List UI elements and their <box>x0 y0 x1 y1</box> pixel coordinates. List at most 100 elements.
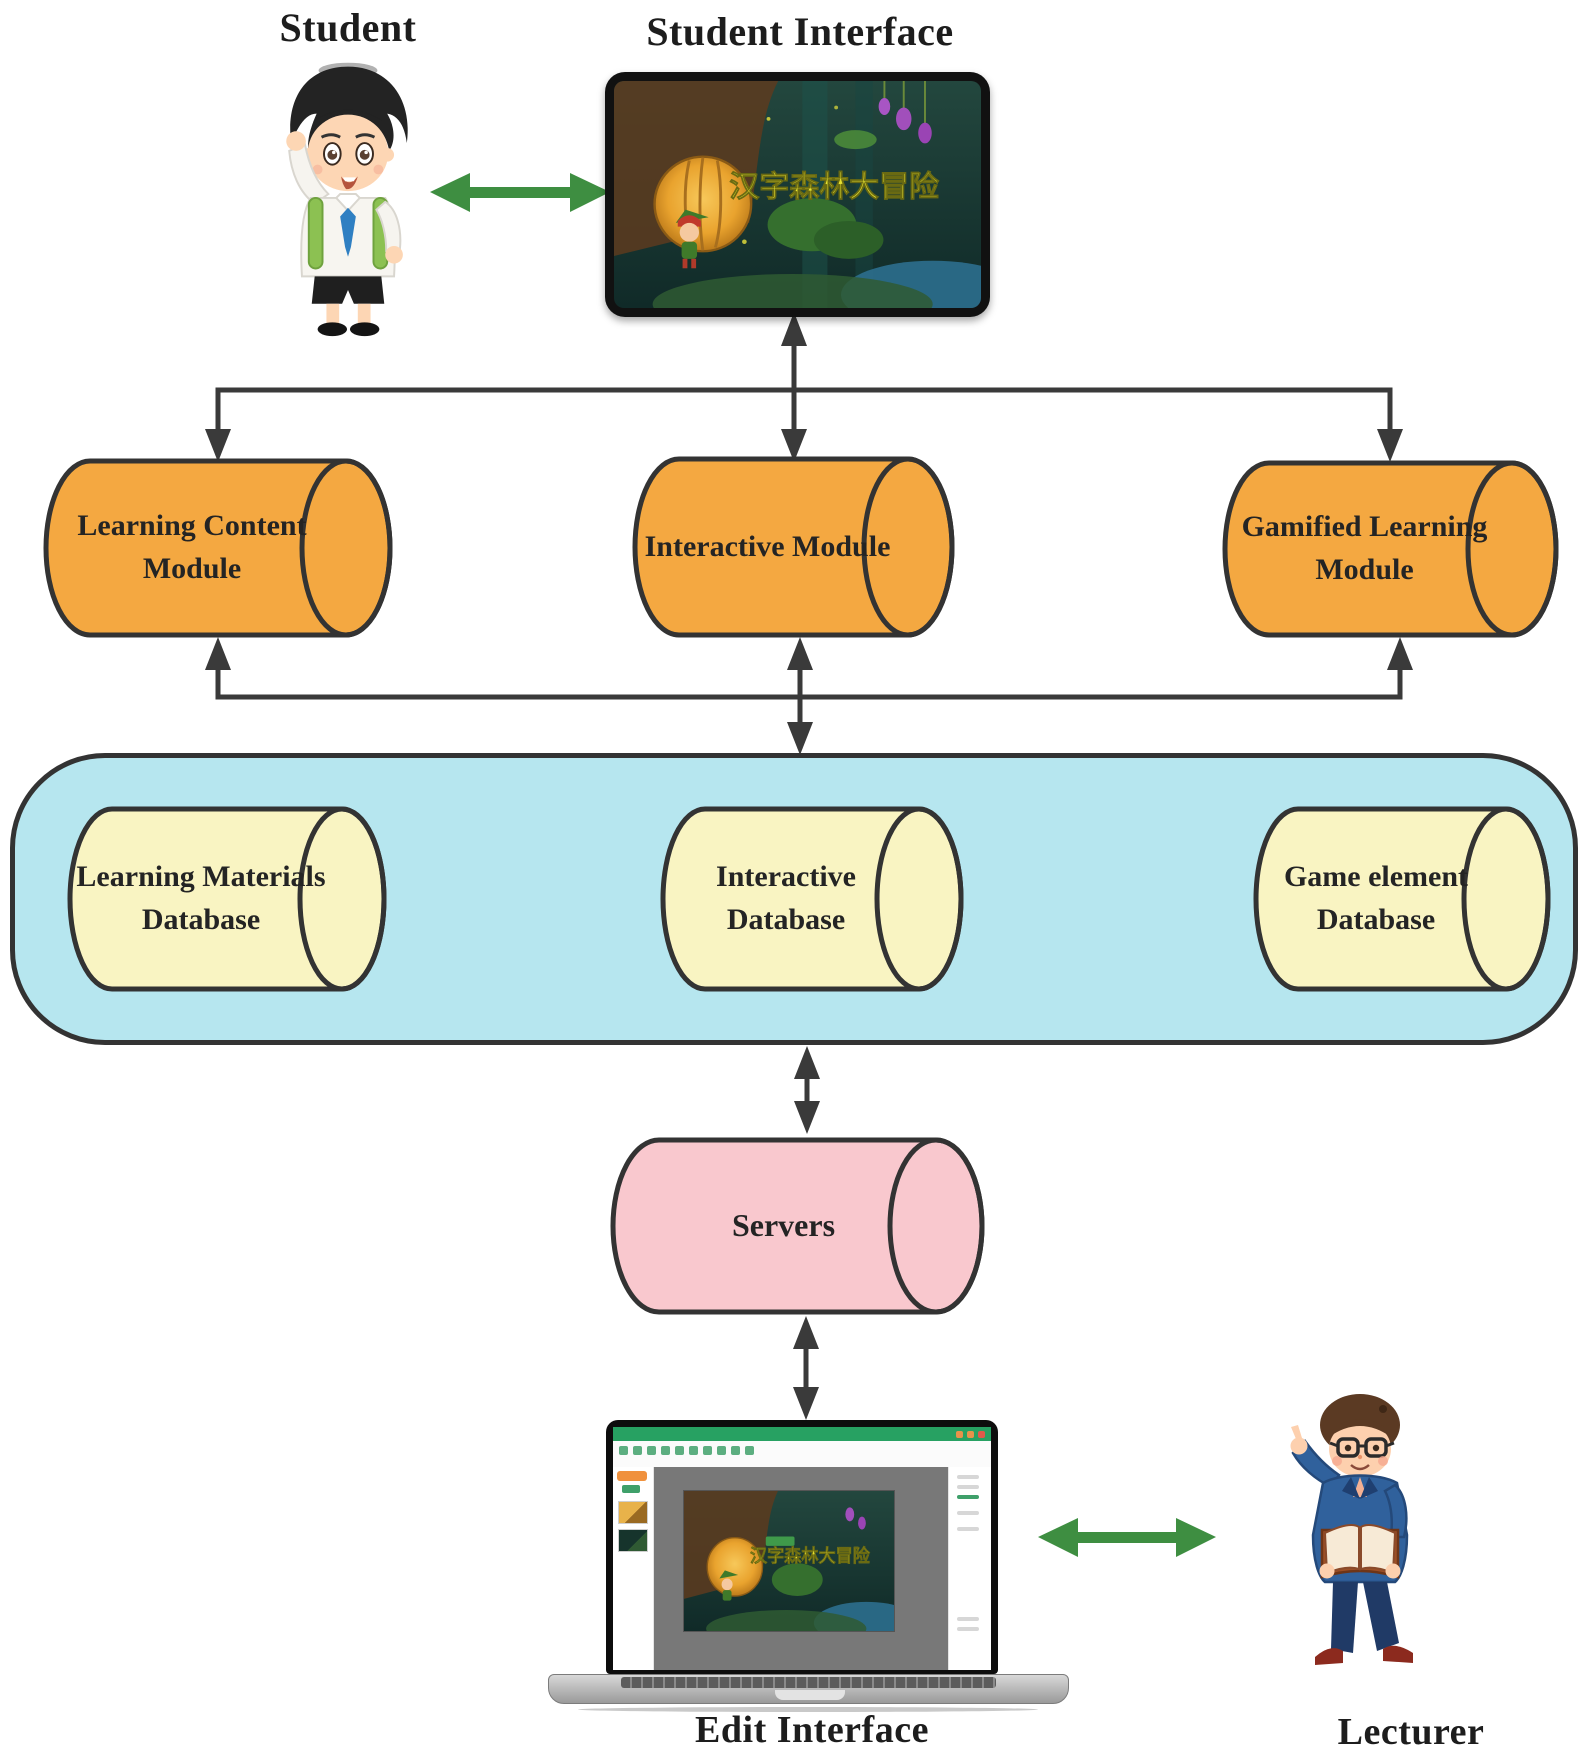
student-shoe <box>349 322 380 337</box>
lecturer-blush <box>1332 1456 1342 1466</box>
window-button-icon <box>967 1431 974 1438</box>
student-fringe <box>312 109 384 122</box>
arrowhead-down-module1-icon <box>205 429 231 462</box>
student-teeth <box>343 177 356 182</box>
hanging-flowers-icon <box>845 1507 866 1530</box>
arrowhead-up-database-icon <box>794 1046 820 1079</box>
lecturer-hand <box>1385 1563 1401 1579</box>
foliage <box>771 1563 823 1596</box>
toolbar-icon <box>619 1446 628 1455</box>
properties-panel <box>948 1467 991 1670</box>
slide-game-scene: 汉字森林大冒险 <box>684 1491 894 1631</box>
game-scene: 汉字森林大冒险 <box>614 81 981 308</box>
interactive-database-label: Interactive Database <box>716 860 856 936</box>
lecturer-nose <box>1357 1454 1363 1460</box>
forest-streak <box>802 81 828 308</box>
toolbar-icon <box>647 1446 656 1455</box>
game-element-database-label: Game element Database <box>1283 860 1469 936</box>
editor-titlebar <box>613 1427 991 1441</box>
toolbar-icon <box>717 1446 726 1455</box>
lecturer-hand <box>1290 1437 1308 1455</box>
laptop-shadow <box>578 1707 1038 1712</box>
lantern-icon <box>653 155 753 253</box>
panel-row <box>957 1617 979 1621</box>
student-tablet-arrow-right-icon <box>570 173 610 212</box>
lecturer-eye <box>1344 1444 1352 1452</box>
student-interface-tablet: 汉字森林大冒险 <box>605 72 990 317</box>
window-close-icon <box>978 1431 985 1438</box>
lecturer-hair-tuft <box>1379 1405 1387 1413</box>
laptop-keyboard <box>621 1677 996 1688</box>
sparkle <box>742 239 747 245</box>
book-page <box>1360 1524 1397 1575</box>
panel-row <box>957 1495 979 1499</box>
window-button-icon <box>956 1431 963 1438</box>
servers-node: Servers <box>610 1137 985 1315</box>
lower-branch-line <box>215 646 1403 700</box>
toolbar-icon <box>745 1446 754 1455</box>
student-hand <box>286 131 306 151</box>
arrowhead-up-tablet-icon <box>781 312 807 346</box>
slide-game-title: 汉字森林大冒险 <box>750 1546 870 1567</box>
student-leg <box>326 303 340 328</box>
student-eye-highlight <box>364 150 368 155</box>
game-title: 汉字森林大冒险 <box>729 170 939 204</box>
toolbar-icon <box>633 1446 642 1455</box>
student-tablet-arrow-left-icon <box>430 173 470 212</box>
slide-thumbnail <box>618 1529 648 1552</box>
lecturer-eye <box>1372 1444 1380 1452</box>
toolbar-icon <box>689 1446 698 1455</box>
student-collar <box>334 193 362 213</box>
gamified-learning-module-node: Gamified Learning Module <box>1222 460 1559 638</box>
foliage <box>813 220 884 259</box>
edit-interface-laptop: 汉字森林大冒险 <box>548 1415 1069 1715</box>
student-blush <box>312 164 323 175</box>
arrowhead-up-module2-icon <box>787 637 813 670</box>
lecturer-lapel <box>1342 1477 1360 1499</box>
gamified-learning-module-label: Gamified Learning Module <box>1241 510 1488 586</box>
cylinder-shape <box>67 806 387 992</box>
student-eyebrow <box>355 133 376 139</box>
editor-canvas: 汉字森林大冒险 <box>654 1467 949 1670</box>
lecturer-lapel <box>1360 1477 1378 1499</box>
student-shoe <box>317 322 348 337</box>
sparkle <box>834 105 839 110</box>
green-double-arrows <box>430 173 1216 1557</box>
arrowhead-up-module3-icon <box>1387 637 1413 670</box>
panel-row <box>957 1475 979 1479</box>
panel-row <box>957 1627 979 1631</box>
lecturer-glasses-bridge <box>1329 1441 1395 1448</box>
arrowhead-down-servers-icon <box>794 1101 820 1134</box>
cylinder-shape <box>632 456 955 638</box>
toolbar-icon <box>661 1446 670 1455</box>
laptop-lecturer-arrow-right-icon <box>1176 1518 1216 1557</box>
panel-row <box>957 1511 979 1515</box>
laptop-lecturer-arrow-left-icon <box>1038 1518 1078 1557</box>
editor-ui: 汉字森林大冒险 <box>613 1427 991 1670</box>
book-page <box>1323 1524 1360 1575</box>
slide-thumbnail-panel <box>613 1467 654 1670</box>
game-element-database-node: Game element Database <box>1253 806 1551 992</box>
edited-slide: 汉字森林大冒险 <box>684 1491 894 1631</box>
lantern-icon <box>706 1536 764 1597</box>
tablet-screen: 汉字森林大冒险 <box>614 81 981 308</box>
student-character <box>286 62 408 337</box>
learning-materials-database-label: Learning Materials Database <box>76 860 326 936</box>
new-slide-button <box>617 1471 647 1481</box>
arrowhead-up-servers-icon <box>793 1316 819 1349</box>
lecturer-label: Lecturer <box>1337 1711 1485 1753</box>
student-backpack-strap <box>307 196 324 270</box>
elf-icon <box>675 209 709 269</box>
learning-content-module-node: Learning Content Module <box>43 458 393 638</box>
student-mouth <box>341 176 358 190</box>
lecturer-face <box>1329 1421 1391 1477</box>
student-tie <box>340 207 356 257</box>
student-interface-label: Student Interface <box>646 9 954 54</box>
lecturer-pant-leg <box>1331 1582 1358 1653</box>
lecturer-shoe <box>1315 1648 1343 1665</box>
lecturer-shoe <box>1383 1645 1413 1663</box>
interactive-module-label: Interactive Module <box>644 529 891 563</box>
cylinder-shape <box>610 1137 985 1315</box>
